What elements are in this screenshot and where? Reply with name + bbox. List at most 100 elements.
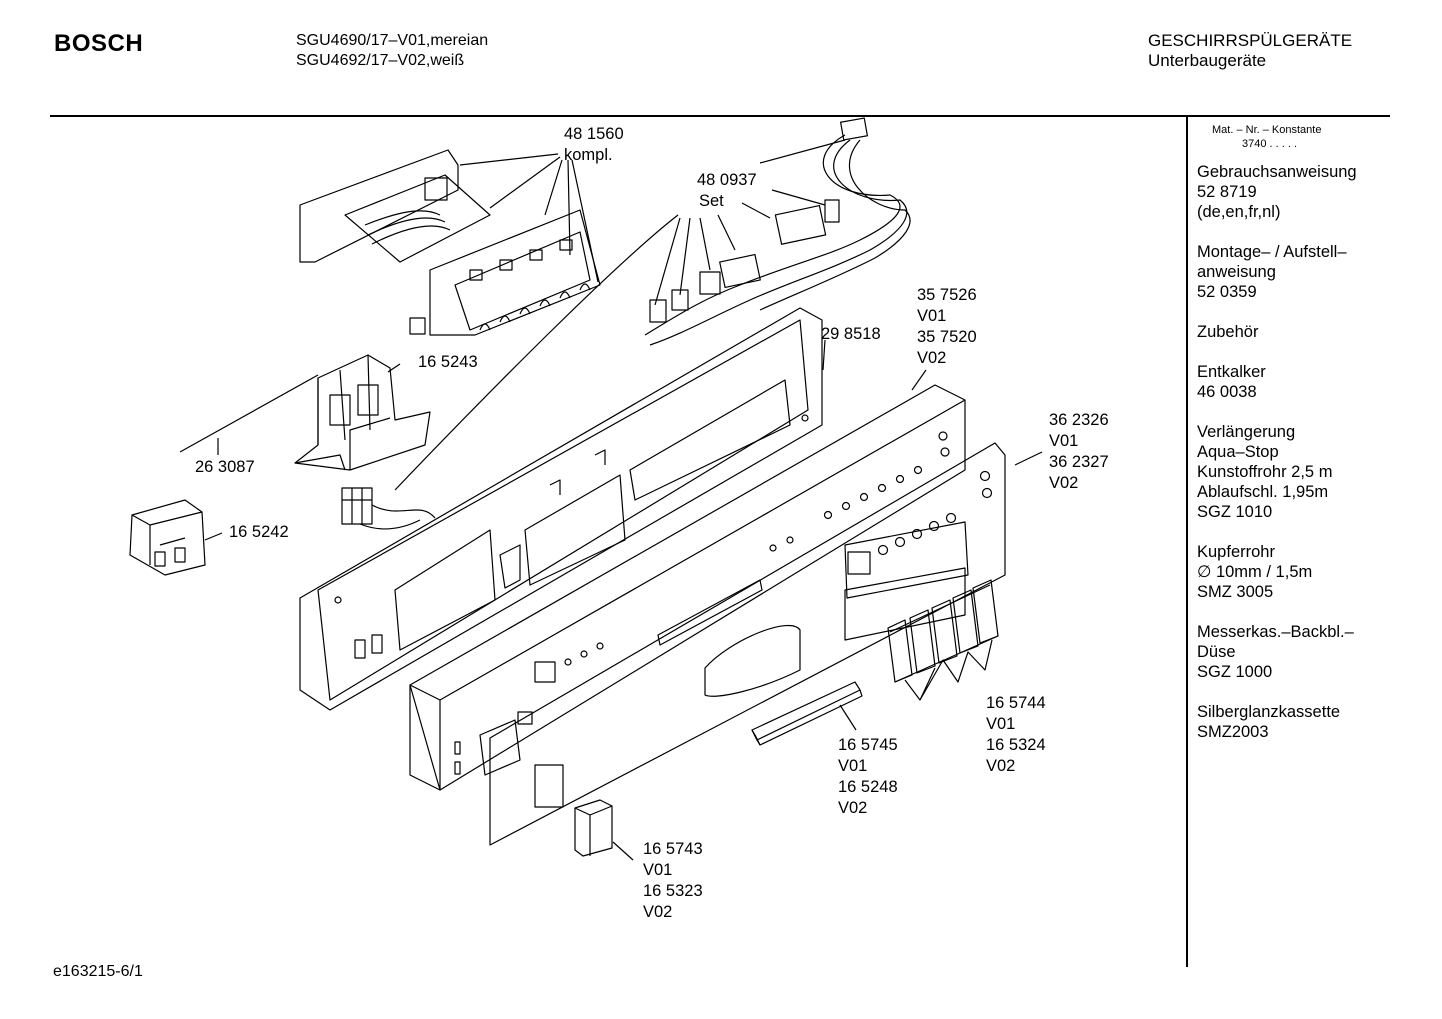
accessory-text: Zubehör [1197,323,1259,341]
door-switch-drawing [129,499,206,576]
part-label-165744: 16 5744 V01 16 5324 V02 [986,693,1046,777]
part-label-298518: 29 8518 [821,325,881,343]
inner-frame-drawing [299,307,823,711]
leader-165744 [904,639,993,701]
accessory-text: Entkalker [1197,363,1266,381]
konstante-label: Mat. – Nr. – Konstante [1212,124,1322,136]
category-title: GESCHIRRSPÜLGERÄTE Unterbaugeräte [1148,31,1352,71]
accessory-text: SGZ 1010 [1197,503,1273,521]
accessory-text: Aqua–Stop [1197,443,1279,461]
material-constant: Mat. – Nr. – Konstante 3740 . . . . . [1212,123,1321,151]
accessory-text: 52 0359 [1197,283,1257,301]
model-line-1: SGU4690/17–V01,mereian [296,32,489,49]
brand-logo: BOSCH [54,30,144,57]
category-line-2: Unterbaugeräte [1148,51,1267,70]
accessory-text: Gebrauchsanweisung [1197,163,1357,181]
header-divider [50,115,1390,117]
accessory-heading: Zubehör [1197,322,1387,342]
model-line-2: SGU4692/17–V02,weiß [296,52,465,69]
exploded-parts-drawing [129,117,1043,861]
part-note: kompl. [564,146,613,164]
part-label-263087: 26 3087 [195,458,255,476]
accessory-text: 46 0038 [1197,383,1257,401]
connector-block-drawing [341,487,373,525]
leader-165745 [839,704,857,731]
part-number: 48 0937 [697,171,757,189]
part-label-165242: 16 5242 [229,523,289,541]
accessory-text: SMZ 3005 [1197,583,1274,601]
drawing-code: e163215-6/1 [53,963,143,980]
accessory-text: Ablaufschl. 1,95m [1197,483,1329,501]
accessory-text: Düse [1197,643,1236,661]
leader-298518 [822,339,826,371]
leader-362326 [1014,451,1043,466]
button-cap-drawing [574,799,613,857]
accessory-text: ∅ 10mm / 1,5m [1197,563,1313,581]
model-list: SGU4690/17–V01,mereian SGU4692/17–V02,we… [296,31,488,71]
control-board-drawing [299,149,601,336]
accessory-manual: Gebrauchsanweisung 52 8719 (de,en,fr,nl) [1197,162,1387,222]
part-label-362326: 36 2326 V01 36 2327 V02 [1049,410,1109,494]
part-variant: V01 [917,307,947,325]
leader-357526 [911,369,927,391]
part-variant: V02 [986,757,1016,775]
switch-housing-drawing [294,354,431,471]
sidebar-divider [1186,117,1188,967]
part-variant: V02 [917,349,947,367]
accessory-text: Kupferrohr [1197,543,1275,561]
accessory-install-guide: Montage– / Aufstell– anweisung 52 0359 [1197,242,1387,302]
part-label-357526: 35 7526 V01 35 7520 V02 [917,285,977,369]
accessory-silver-cassette: Silberglanzkassette SMZ2003 [1197,702,1387,742]
part-number: 16 5323 [643,882,703,900]
leader-165243 [387,363,401,373]
accessory-text: Montage– / Aufstell– [1197,243,1347,261]
accessory-text: 52 8719 [1197,183,1257,201]
front-panel-drawing [409,384,966,791]
part-variant: V01 [643,861,673,879]
part-number: 16 5248 [838,778,898,796]
part-label-165243: 16 5243 [418,353,478,371]
part-number: 36 2327 [1049,453,1109,471]
accessory-text: Kunstoffrohr 2,5 m [1197,463,1333,481]
part-label-480937: 48 0937 Set [697,170,757,212]
part-number: 16 5324 [986,736,1046,754]
accessory-text: SGZ 1000 [1197,663,1273,681]
leader-263087 [179,374,319,455]
leader-481560 [459,153,599,283]
accessory-text: (de,en,fr,nl) [1197,203,1281,221]
leader-165743 [612,841,634,861]
part-variant: V01 [986,715,1016,733]
part-variant: V02 [1049,474,1079,492]
part-number: 16 5744 [986,694,1046,712]
part-variant: V02 [643,903,673,921]
part-number: 16 5743 [643,840,703,858]
accessory-text: SMZ2003 [1197,723,1269,741]
part-variant: V02 [838,799,868,817]
part-label-481560: 48 1560 kompl. [564,124,624,166]
leader-480937 [654,139,846,306]
accessory-text: anweisung [1197,263,1276,281]
accessory-nozzle: Messerkas.–Backbl.– Düse SGZ 1000 [1197,622,1387,682]
part-variant: V01 [1049,432,1079,450]
accessory-list: Gebrauchsanweisung 52 8719 (de,en,fr,nl)… [1197,162,1387,762]
part-label-165745: 16 5745 V01 16 5248 V02 [838,735,898,819]
accessory-descaler: Entkalker 46 0038 [1197,362,1387,402]
category-line-1: GESCHIRRSPÜLGERÄTE [1148,31,1353,50]
leader-480937-connector [394,214,679,491]
wiring-harness-drawing [644,117,911,346]
accessory-text: Messerkas.–Backbl.– [1197,623,1354,641]
part-number: 36 2326 [1049,411,1109,429]
accessory-text: Silberglanzkassette [1197,703,1341,721]
part-label-165743: 16 5743 V01 16 5323 V02 [643,839,703,923]
part-number: 35 7520 [917,328,977,346]
accessory-extension: Verlängerung Aqua–Stop Kunstoffrohr 2,5 … [1197,422,1387,522]
handle-strip-drawing [751,681,863,746]
part-number: 48 1560 [564,125,624,143]
part-number: 35 7526 [917,286,977,304]
konstante-value: 3740 . . . . . [1242,138,1298,150]
part-variant: V01 [838,757,868,775]
accessory-text: Verlängerung [1197,423,1296,441]
push-buttons-drawing [887,579,999,683]
accessory-copper-pipe: Kupferrohr ∅ 10mm / 1,5m SMZ 3005 [1197,542,1387,602]
part-note: Set [699,192,724,210]
